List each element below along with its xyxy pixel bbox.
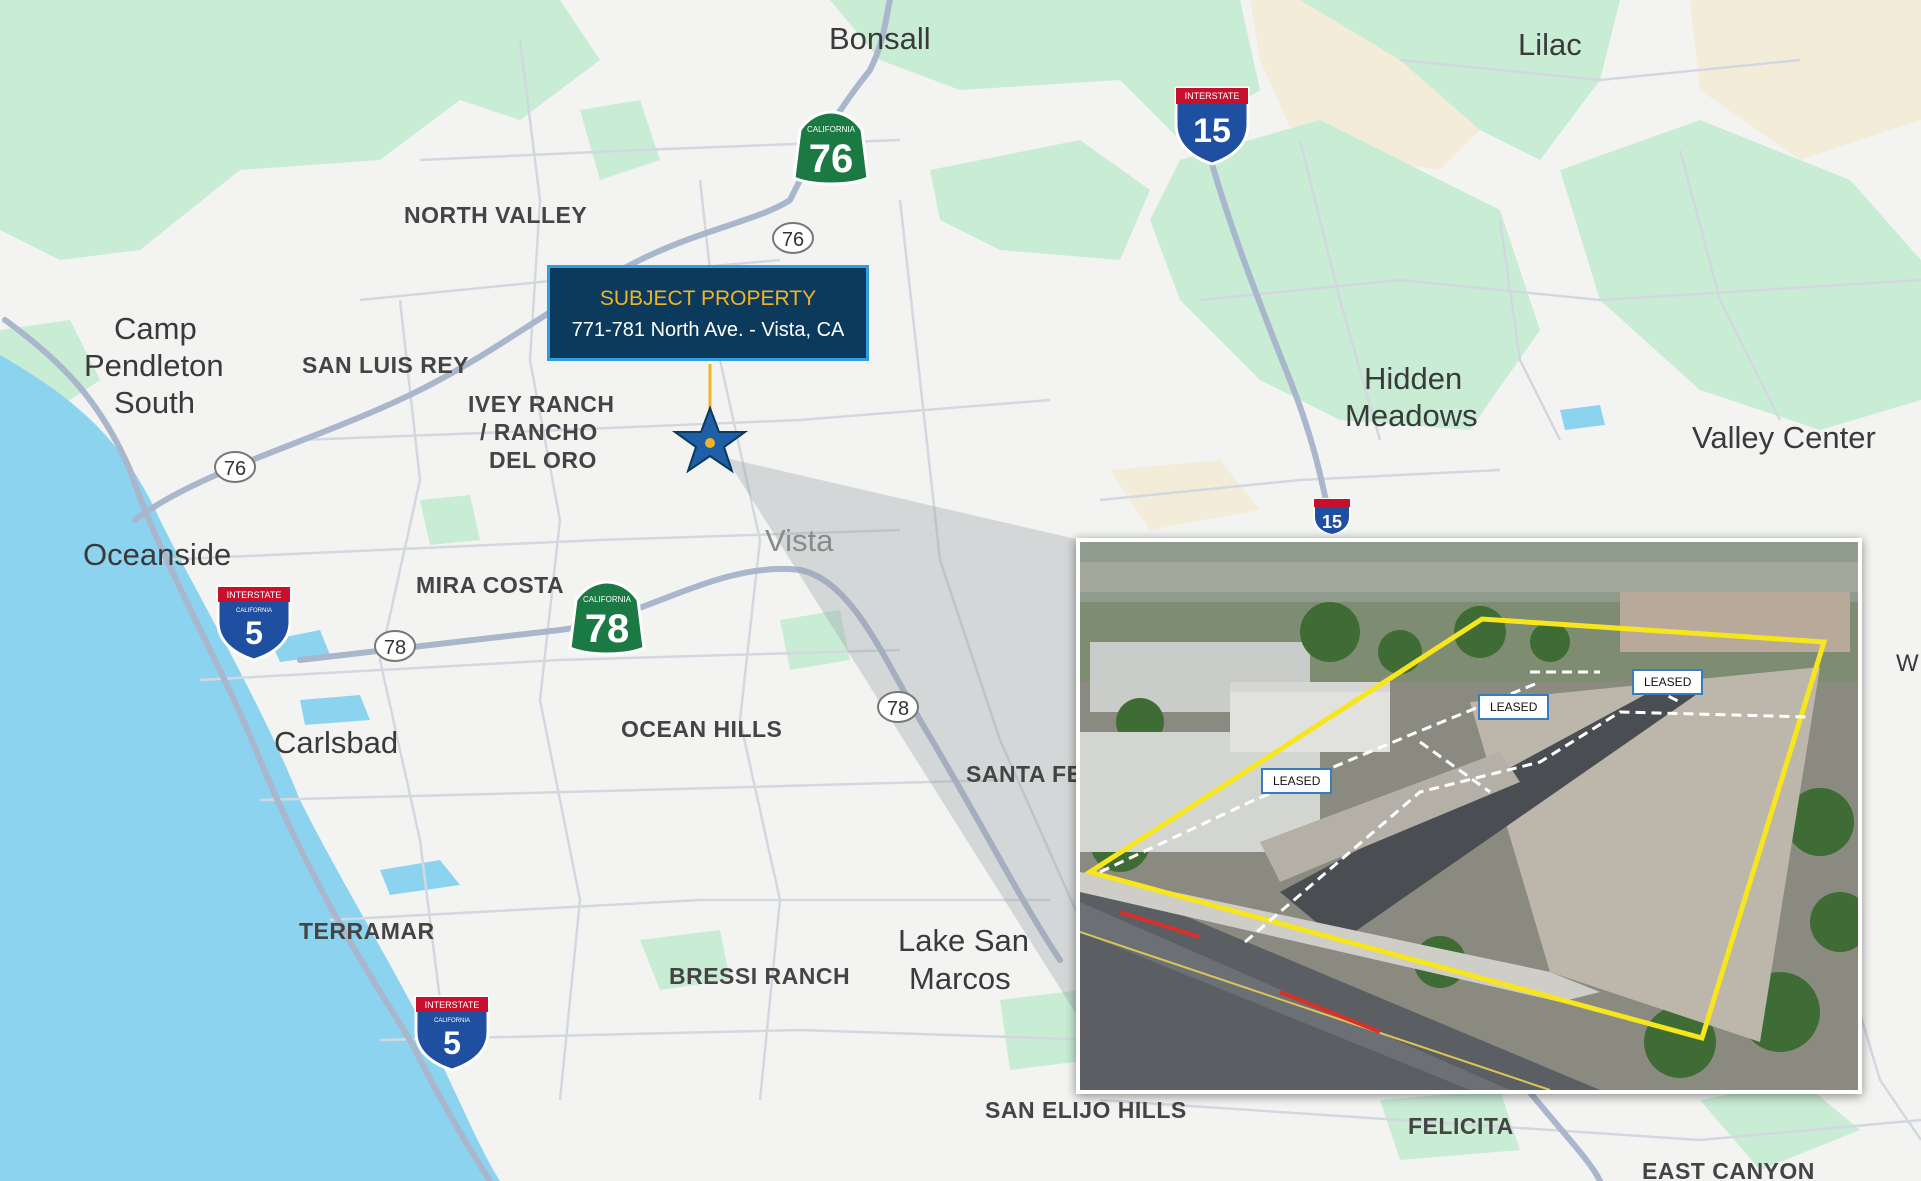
- label-vista: Vista: [765, 523, 834, 558]
- label-oceanside: Oceanside: [83, 537, 232, 572]
- callout-address: 771-781 North Ave. - Vista, CA: [571, 319, 845, 341]
- label-meadows: Meadows: [1345, 398, 1478, 433]
- label-lilac: Lilac: [1518, 27, 1582, 62]
- label-san-elijo-hills: SAN ELIJO HILLS: [985, 1097, 1187, 1123]
- label-north-valley: NORTH VALLEY: [404, 202, 588, 228]
- svg-text:INTERSTATE: INTERSTATE: [1185, 91, 1240, 101]
- svg-text:CALIFORNIA: CALIFORNIA: [807, 125, 856, 134]
- label-carlsbad: Carlsbad: [274, 725, 399, 760]
- label-mira-costa: MIRA COSTA: [416, 572, 565, 598]
- interstate-5-shield-north: INTERSTATE CALIFORNIA 5: [215, 584, 293, 662]
- label-san-luis-rey: SAN LUIS REY: [302, 352, 470, 378]
- svg-text:INTERSTATE: INTERSTATE: [227, 590, 282, 600]
- label-w-partial: W: [1896, 650, 1919, 677]
- ca-78-shield: CALIFORNIA 78: [566, 578, 648, 662]
- label-ivey-ranch: IVEY RANCH: [468, 391, 615, 417]
- subject-property-callout[interactable]: SUBJECT PROPERTY 771-781 North Ave. - Vi…: [547, 265, 869, 361]
- svg-text:CALIFORNIA: CALIFORNIA: [434, 1018, 470, 1024]
- label-marcos: Marcos: [909, 961, 1011, 996]
- label-santa-fe: SANTA FE: [966, 761, 1083, 787]
- leased-tag-1: LEASED: [1261, 768, 1333, 794]
- route-78-marker-west: 78: [373, 629, 417, 663]
- svg-text:5: 5: [245, 615, 263, 651]
- interstate-5-shield-south: INTERSTATE CALIFORNIA 5: [413, 994, 491, 1072]
- label-east-canyon: EAST CANYON: [1642, 1158, 1815, 1181]
- svg-text:78: 78: [887, 698, 909, 720]
- label-hidden: Hidden: [1364, 361, 1463, 396]
- label-camp: Camp: [114, 311, 197, 346]
- label-felicita: FELICITA: [1408, 1113, 1514, 1139]
- interstate-15-shield: INTERSTATE 15: [1172, 84, 1252, 166]
- svg-text:78: 78: [585, 607, 630, 651]
- aerial-photo-inset: LEASED LEASED LEASED: [1076, 538, 1862, 1094]
- label-south: South: [114, 385, 196, 420]
- label-rancho: / RANCHO: [480, 419, 598, 445]
- label-bonsall: Bonsall: [829, 21, 931, 56]
- svg-text:76: 76: [782, 229, 804, 251]
- svg-text:INTERSTATE: INTERSTATE: [425, 1000, 480, 1010]
- svg-text:15: 15: [1193, 112, 1231, 150]
- svg-text:78: 78: [384, 637, 406, 659]
- leased-tag-2: LEASED: [1478, 694, 1550, 720]
- callout-title: SUBJECT PROPERTY: [599, 287, 817, 310]
- route-76-marker-west: 76: [213, 450, 257, 484]
- label-pendleton: Pendleton: [84, 348, 224, 383]
- leased-tag-3: LEASED: [1632, 669, 1704, 695]
- label-bressi-ranch: BRESSI RANCH: [669, 963, 851, 989]
- svg-text:5: 5: [443, 1025, 461, 1061]
- svg-text:CALIFORNIA: CALIFORNIA: [236, 608, 272, 614]
- interstate-15-marker: 15: [1312, 497, 1352, 537]
- svg-text:15: 15: [1322, 512, 1342, 532]
- label-valley-center: Valley Center: [1692, 420, 1876, 455]
- svg-text:CALIFORNIA: CALIFORNIA: [583, 595, 632, 604]
- label-terramar: TERRAMAR: [299, 918, 435, 944]
- route-78-marker-east: 78: [876, 690, 920, 724]
- label-lake-san: Lake San: [898, 923, 1029, 958]
- svg-text:76: 76: [809, 137, 854, 181]
- route-76-marker: 76: [771, 221, 815, 255]
- svg-text:76: 76: [224, 458, 246, 480]
- ca-76-shield: CALIFORNIA 76: [790, 108, 872, 192]
- label-ocean-hills: OCEAN HILLS: [621, 716, 783, 742]
- label-del-oro: DEL ORO: [489, 447, 597, 473]
